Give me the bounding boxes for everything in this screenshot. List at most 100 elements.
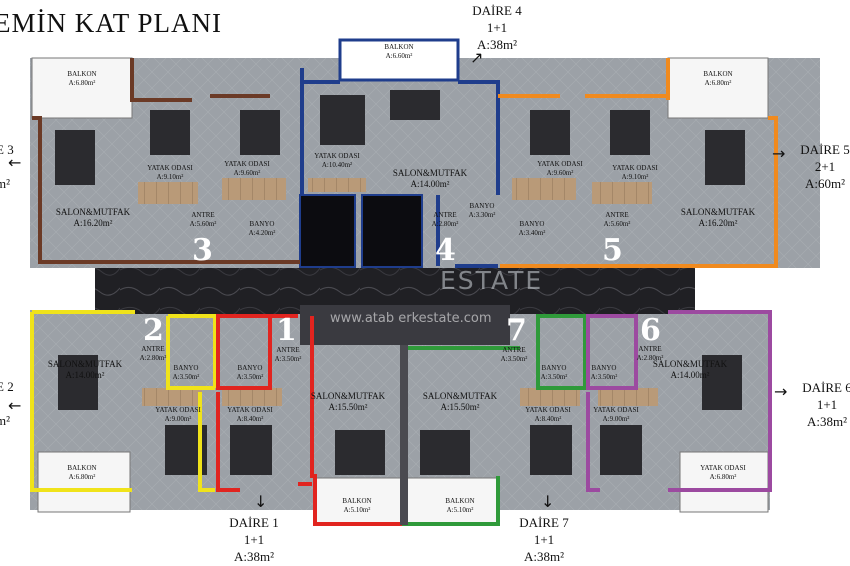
room-d5-yatak2-area: A:9.10m² [622, 173, 649, 181]
room-d4-banyo-area: A:3.30m² [469, 211, 496, 219]
callout-daire-5-type: 2+1 [814, 159, 836, 174]
unit-number-5: 5 [602, 233, 623, 268]
room-d7-yatak-name: YATAK ODASI [525, 406, 571, 414]
callout-daire-1: DAİRE 1 1+1 A:38m² [222, 514, 286, 565]
room-d3-yatak2-area: A:9.60m² [234, 169, 261, 177]
room-d5-balkon-area: A:6.80m² [705, 79, 732, 87]
room-d5-antre-area: A:5.60m² [604, 220, 631, 228]
room-d5-antre-name: ANTRE [605, 211, 628, 219]
callout-daire-2: E 2 m² [0, 378, 26, 429]
room-d3-yatak1-name: YATAK ODASI [147, 164, 193, 172]
unit-number-2: 2 [143, 313, 164, 348]
room-d6-salon-name: SALON&MUTFAK [653, 359, 728, 369]
outline-daire-6 [586, 310, 772, 492]
outline-daire-2 [30, 310, 217, 492]
callout-daire-5-name: DAİRE 5 [800, 142, 850, 157]
callout-daire-2-area: m² [0, 413, 11, 428]
room-d2-yatak-area: A:9.00m² [165, 415, 192, 423]
d7-balkon [404, 477, 498, 525]
room-d4-salon-name: SALON&MUTFAK [393, 168, 468, 178]
watermark-url: www.atab erkestate.com [330, 311, 492, 326]
callout-daire-7-area: A:38m² [523, 549, 564, 564]
room-d2-salon-name: SALON&MUTFAK [48, 359, 123, 369]
room-d7-antre-name: ANTRE [502, 346, 525, 354]
d2-balkon [37, 451, 131, 513]
room-d7-banyo-area: A:3.50m² [541, 373, 568, 381]
room-d3-salon-area: A:16.20m² [74, 218, 113, 228]
room-d6-antre-area: A:2.80m² [637, 354, 664, 362]
arrow-left-icon-2: ← [8, 396, 22, 415]
outline-daire-3 [32, 58, 300, 264]
callout-daire-3-name: E 3 [0, 142, 14, 157]
callout-daire-1-area: A:38m² [233, 549, 274, 564]
room-d6-salon-area: A:14.00m² [671, 370, 710, 380]
room-d3-yatak2-name: YATAK ODASI [224, 160, 270, 168]
room-d6-banyo-area: A:3.50m² [591, 373, 618, 381]
room-d1-balkon-area: A:5.10m² [344, 506, 371, 514]
room-labels: BALKONA:6.60m²BALKONA:6.80m²BALKONA:6.80… [48, 43, 756, 514]
room-d2-antre-name: ANTRE [141, 345, 164, 353]
room-d2-yatak-name: YATAK ODASI [155, 406, 201, 414]
room-d5-banyo-area: A:3.40m² [519, 229, 546, 237]
unit-number-4: 4 [435, 233, 456, 268]
unit-number-7: 7 [506, 313, 527, 348]
callout-daire-7: DAİRE 7 1+1 A:38m² [512, 514, 576, 565]
d4-balkon [338, 38, 460, 82]
room-d1-salon-name: SALON&MUTFAK [311, 391, 386, 401]
room-d3-banyo-name: BANYO [250, 220, 275, 228]
room-d5-yatak1-name: YATAK ODASI [537, 160, 583, 168]
callout-daire-1-name: DAİRE 1 [229, 515, 279, 530]
room-d1-salon-area: A:15.50m² [329, 402, 368, 412]
unit-number-3: 3 [192, 233, 213, 268]
room-d3-antre-area: A:5.60m² [190, 220, 217, 228]
arrow-right-icon-2: → [774, 382, 788, 401]
room-d1-yatak-name: YATAK ODASI [227, 406, 273, 414]
room-d7-antre-area: A:3.50m² [501, 355, 528, 363]
elevator-1 [299, 194, 356, 268]
room-d7-salon-name: SALON&MUTFAK [423, 391, 498, 401]
room-d3-antre-name: ANTRE [191, 211, 214, 219]
callout-daire-4-name: DAİRE 4 [472, 3, 522, 18]
callout-daire-6-area: A:38m² [806, 414, 847, 429]
room-d7-yatak-area: A:8.40m² [535, 415, 562, 423]
callout-daire-4-type: 1+1 [486, 20, 508, 35]
wood-floors [138, 178, 658, 406]
callout-daire-6-type: 1+1 [816, 397, 838, 412]
room-d3-banyo-area: A:4.20m² [249, 229, 276, 237]
elevator-2 [361, 194, 423, 268]
room-d5-yatak2-name: YATAK ODASI [612, 164, 658, 172]
room-d6-banyo-name: BANYO [592, 364, 617, 372]
arrow-left-icon: ← [8, 153, 22, 172]
room-d5-salon-name: SALON&MUTFAK [681, 207, 756, 217]
room-d7-salon-area: A:15.50m² [441, 402, 480, 412]
page-title: EMİN KAT PLANI [0, 8, 222, 38]
room-d7-balkon-area: A:5.10m² [447, 506, 474, 514]
room-d5-balkon-name: BALKON [703, 70, 732, 78]
arrow-ne-icon: ↗ [470, 48, 484, 67]
arrow-right-icon: → [772, 144, 786, 163]
room-d2-banyo-name: BANYO [174, 364, 199, 372]
room-d2-antre-area: A:2.80m² [140, 354, 167, 362]
unit-number-6: 6 [640, 313, 661, 348]
room-d2-banyo-area: A:3.50m² [173, 373, 200, 381]
room-d4-antre-area: A:2.80m² [432, 220, 459, 228]
room-d5-salon-area: A:16.20m² [699, 218, 738, 228]
room-d7-balkon-name: BALKON [445, 497, 474, 505]
callout-daire-1-type: 1+1 [243, 532, 265, 547]
divider-1-7 [400, 345, 408, 525]
room-d5-yatak1-area: A:9.60m² [547, 169, 574, 177]
arrow-down-icon: ↓ [254, 492, 268, 511]
room-d2-balkon-name: BALKON [67, 464, 96, 472]
room-d4-antre-name: ANTRE [433, 211, 456, 219]
corridor-stairs [300, 305, 510, 345]
outline-daire-5 [498, 58, 778, 268]
room-d1-antre-area: A:3.50m² [275, 355, 302, 363]
callout-daire-4: DAİRE 4 1+1 A:38m² [452, 2, 542, 53]
room-d6-yatak-area: A:9.00m² [603, 415, 630, 423]
room-d4-salon-area: A:14.00m² [411, 179, 450, 189]
room-d2-balkon-area: A:6.80m² [69, 473, 96, 481]
furniture [55, 90, 745, 475]
room-d4-yatak-area: A:10.40m² [322, 161, 352, 169]
room-d4-balkon-area: A:6.60m² [386, 52, 413, 60]
unit-number-1: 1 [276, 313, 297, 348]
